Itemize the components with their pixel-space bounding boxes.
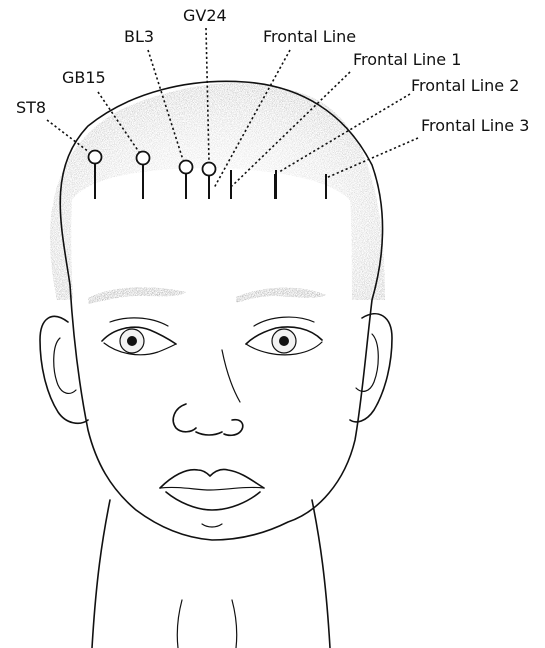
mouth [160, 469, 264, 527]
nose [173, 350, 243, 435]
label-bl3: BL3 [124, 27, 154, 46]
right-eye [246, 317, 322, 355]
leader-st8 [47, 120, 89, 152]
left-eyebrow [88, 287, 186, 304]
right-eyebrow [236, 288, 326, 303]
right-ear [350, 314, 392, 422]
label-st8: ST8 [16, 98, 46, 117]
neck-left [92, 500, 110, 648]
neck-right [312, 500, 330, 648]
throat-right [232, 600, 237, 648]
label-frontal-line-2: Frontal Line 2 [411, 76, 519, 95]
label-frontal-line: Frontal Line [263, 27, 356, 46]
point-gv24 [203, 163, 216, 176]
point-st8 [89, 151, 102, 164]
label-gv24: GV24 [183, 6, 227, 25]
hair-shading [40, 80, 400, 330]
label-gb15: GB15 [62, 68, 106, 87]
left-eye [102, 318, 176, 355]
left-ear [40, 316, 88, 423]
point-gb15 [137, 152, 150, 165]
label-frontal-line-1: Frontal Line 1 [353, 50, 461, 69]
eyebrows [88, 287, 326, 304]
throat-left [177, 600, 182, 648]
left-ear-inner [54, 338, 76, 393]
point-bl3 [180, 161, 193, 174]
label-frontal-line-3: Frontal Line 3 [421, 116, 529, 135]
